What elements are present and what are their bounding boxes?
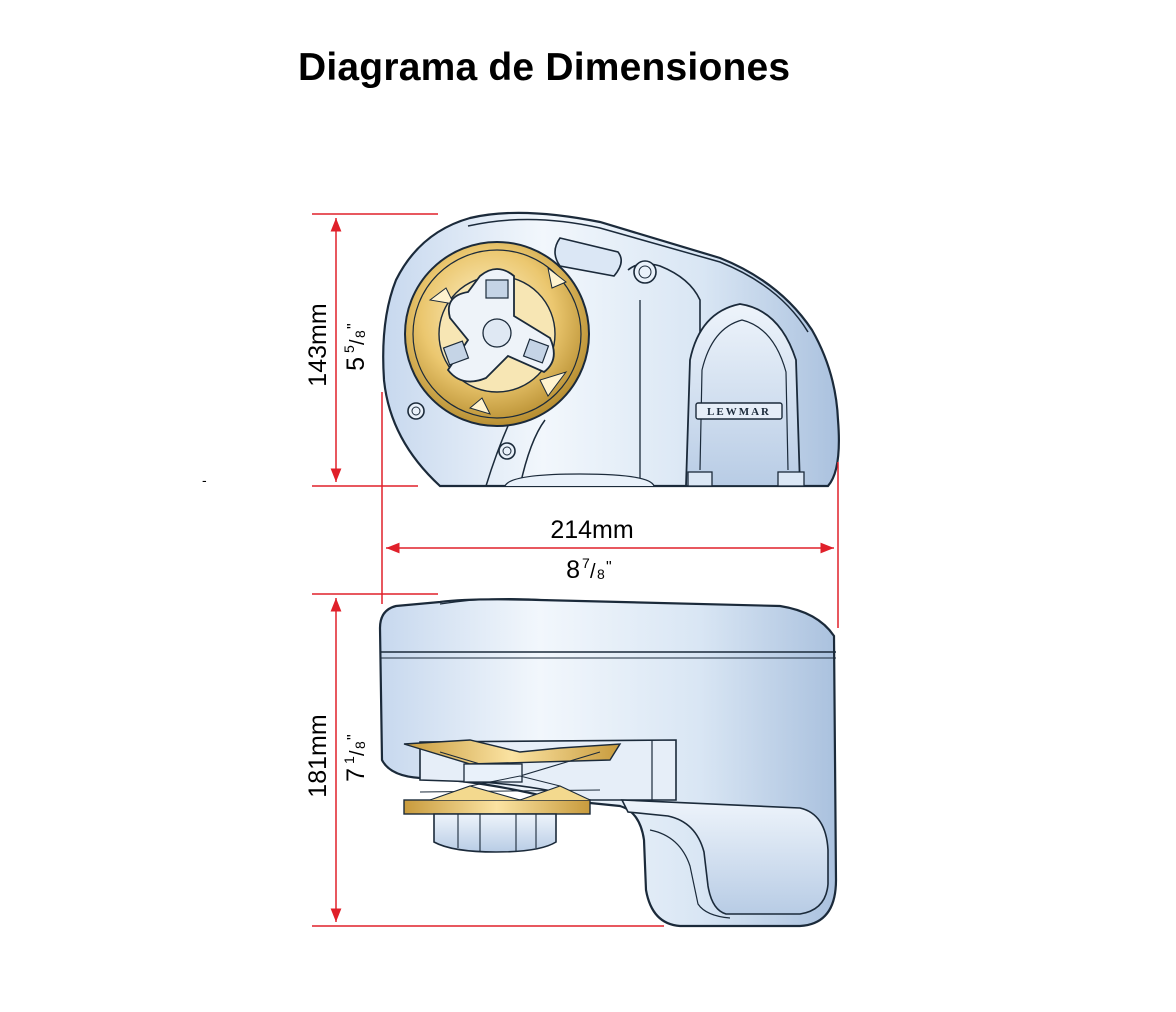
height-top-fraction-den: 8 xyxy=(352,330,368,338)
hub-nut xyxy=(433,813,557,853)
bolt-top xyxy=(633,260,657,284)
gypsy-top xyxy=(404,241,590,427)
windlass-top-view: LEWMAR xyxy=(382,211,840,488)
width-inch-mark: " xyxy=(606,559,612,576)
height-side-inch-mark: " xyxy=(345,734,362,740)
stray-mark: - xyxy=(202,472,207,488)
height-top-inch-mark: " xyxy=(345,323,362,329)
width-fraction-den: 8 xyxy=(597,566,605,582)
height-side-imperial-whole: 7 xyxy=(342,768,370,782)
height-side-fraction-den: 8 xyxy=(352,741,368,749)
bolt-bottom xyxy=(498,442,516,460)
height-top-labels: 143mm 5 5 / 8 " xyxy=(304,303,370,386)
height-side-metric: 181mm xyxy=(304,714,332,797)
width-imperial-labels: 8 7 / 8 " xyxy=(566,555,612,584)
height-side-labels: 181mm 7 1 / 8 " xyxy=(304,714,370,797)
gypsy-flange xyxy=(403,799,591,815)
height-top-imperial-whole: 5 xyxy=(342,357,370,371)
width-metric: 214mm xyxy=(550,516,633,544)
brand-plate xyxy=(695,402,783,420)
height-top-metric: 143mm xyxy=(304,303,332,386)
top-slot xyxy=(554,237,622,277)
gypsy-side xyxy=(403,739,622,815)
brand-plate-text: LEWMAR xyxy=(707,406,771,418)
bolt-left xyxy=(407,402,425,420)
width-fraction-num: 7 xyxy=(582,555,590,571)
height-side-fraction-slash: / xyxy=(347,750,369,756)
width-imperial-whole: 8 xyxy=(566,556,580,584)
motor-leg xyxy=(620,799,829,915)
height-top-fraction-slash: / xyxy=(347,339,369,345)
page-title: Diagrama de Dimensiones xyxy=(298,46,791,89)
width-fraction-slash: / xyxy=(590,561,596,583)
height-top-fraction-num: 5 xyxy=(341,345,357,353)
height-side-fraction-num: 1 xyxy=(341,756,357,764)
windlass-side-view xyxy=(378,598,838,928)
motor-arch xyxy=(685,303,801,487)
dimension-lines xyxy=(312,213,839,927)
